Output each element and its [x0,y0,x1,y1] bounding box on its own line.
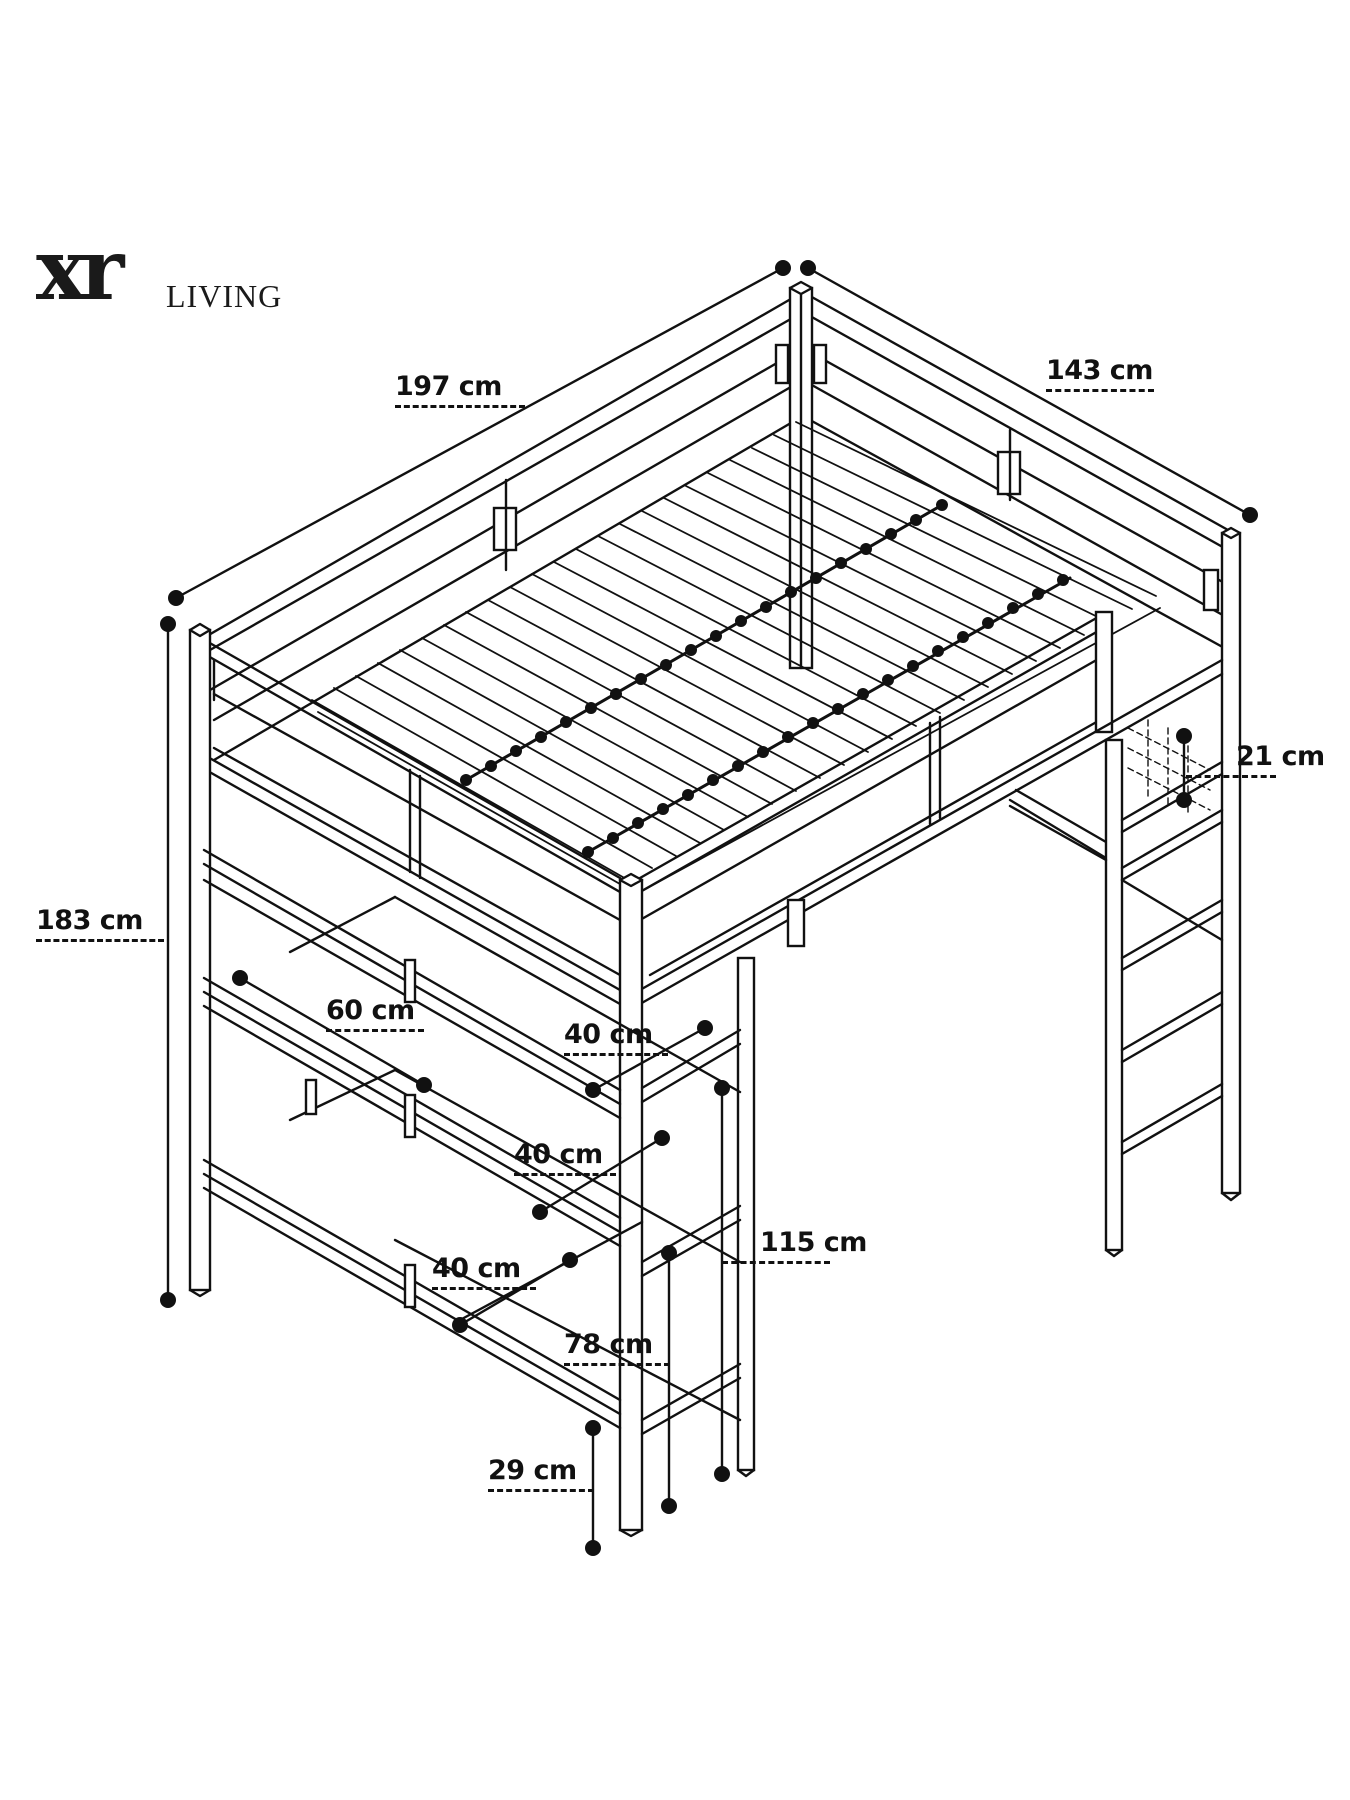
dimension-label-shelf-depth-bottom: 40 cm [432,1254,536,1290]
dimension-label-shelf-width: 60 cm [326,996,424,1032]
dimension-label-length: 197 cm [395,372,525,408]
dimension-label-width: 143 cm [1046,356,1154,392]
dimension-guard-rail-height-line [1176,728,1192,808]
dimension-middle-shelf-height-line [661,1245,677,1514]
dimension-shelf-depth-bottom-line [452,1252,578,1333]
bed-slats [311,421,1161,893]
dimension-height-line [160,616,176,1308]
dimension-label-top-shelf-height: 115 cm [722,1228,867,1264]
dimension-bottom-shelf-height-line [585,1420,601,1556]
logo-mark: xr [36,220,124,319]
mesh-guard [1127,719,1211,817]
dimension-label-middle-shelf-height: 78 cm [564,1330,670,1366]
ladder-rungs [1120,760,1224,1156]
dimension-label-bottom-shelf-height: 29 cm [488,1456,594,1492]
brand-logo: xr LIVING [36,228,296,318]
dimension-shelf-depth-top-line [585,1020,713,1098]
dimension-length-line [168,260,791,606]
strap-knots [460,499,1069,858]
dimension-label-guard-rail-height: 21 cm [1186,742,1325,778]
logo-wordmark: LIVING [166,278,283,314]
dimension-top-shelf-height-line [714,1080,730,1482]
dimension-width-line [800,260,1258,523]
dimension-label-shelf-depth-top: 40 cm [564,1020,668,1056]
dimension-label-shelf-depth-middle: 40 cm [514,1140,616,1176]
dimension-label-height: 183 cm [36,906,164,942]
